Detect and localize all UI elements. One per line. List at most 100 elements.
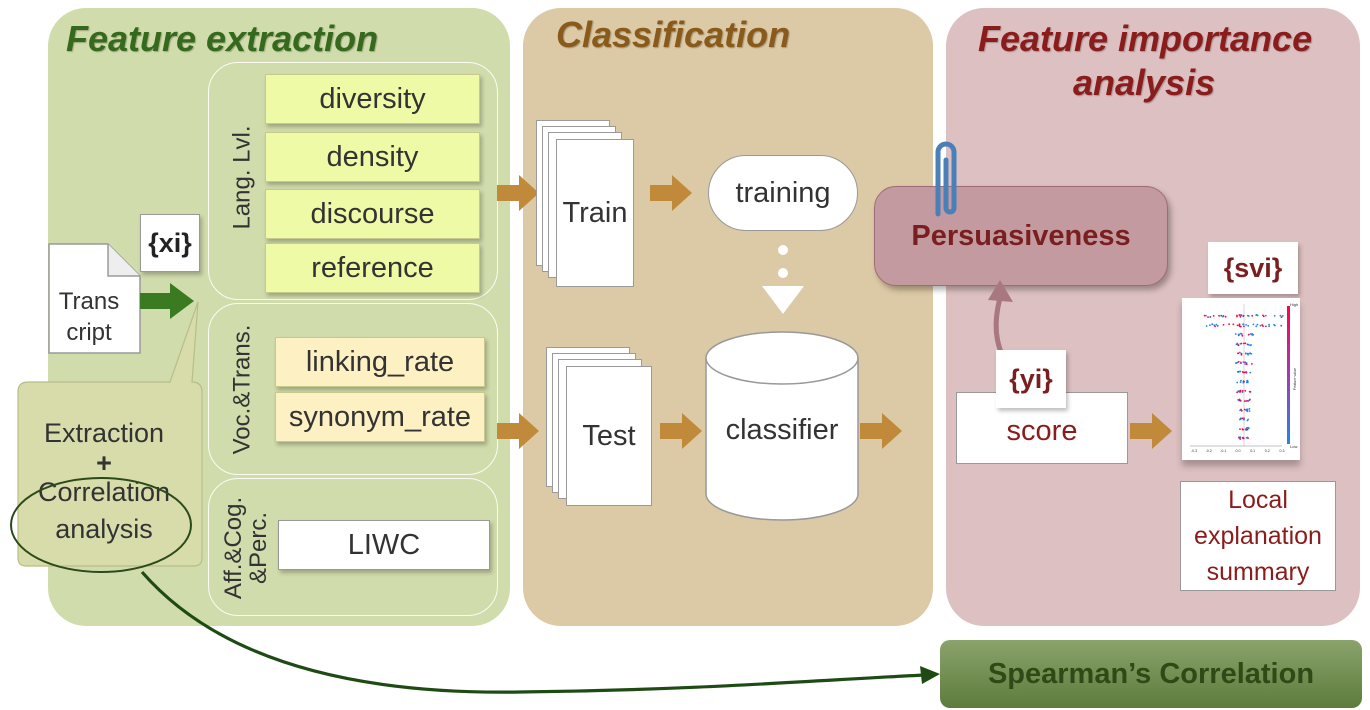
callout-line-analysis: analysis (55, 513, 153, 544)
shap-high-label: High (1290, 302, 1298, 307)
shap-point (1281, 315, 1284, 317)
shap-point (1237, 371, 1240, 373)
shap-point (1239, 316, 1242, 318)
shap-point (1255, 325, 1258, 328)
shap-point (1239, 342, 1242, 345)
shap-tick-label: -0.2 (1206, 449, 1212, 453)
shap-point (1205, 314, 1207, 317)
shap-point (1242, 361, 1245, 363)
shap-point (1236, 315, 1238, 318)
shap-point (1256, 314, 1259, 317)
shap-point (1245, 381, 1248, 384)
summary-line-local: Local (1228, 486, 1288, 514)
shap-point (1241, 417, 1244, 420)
shap-point (1246, 410, 1249, 413)
shap-point (1242, 371, 1245, 374)
vocabulary-transition-group (208, 303, 498, 475)
shap-point (1246, 428, 1249, 431)
shap-axis-label: Feature value (1293, 368, 1297, 390)
shap-point (1268, 325, 1270, 328)
shap-point (1239, 390, 1242, 393)
arrow-test-to-classifier-icon (660, 413, 702, 449)
shap-point (1243, 325, 1245, 328)
shap-point (1262, 314, 1264, 317)
feature-synonym-rate: synonym_rate (275, 392, 485, 442)
shap-point (1240, 362, 1242, 365)
shap-point (1235, 362, 1237, 365)
shap-point (1247, 343, 1250, 346)
shap-point (1238, 325, 1241, 328)
shap-point (1241, 334, 1244, 337)
language-level-group (208, 62, 498, 300)
shap-point (1239, 370, 1242, 373)
group-label-perc: &Perc. (245, 511, 272, 585)
test-data-card: Test (566, 366, 652, 506)
callout-text: Extraction + Correlation analysis (18, 396, 190, 566)
shap-point (1224, 315, 1227, 318)
shap-point (1245, 409, 1248, 412)
shap-point (1215, 323, 1218, 326)
feature-discourse: discourse (265, 189, 480, 239)
shap-point (1240, 409, 1243, 412)
shap-point (1238, 314, 1241, 316)
shap-points-group (1203, 314, 1284, 440)
shap-point (1274, 324, 1276, 327)
shap-point (1243, 408, 1246, 411)
shap-point (1264, 325, 1267, 328)
shap-point (1211, 323, 1214, 326)
shap-point (1209, 316, 1212, 318)
shap-point (1244, 352, 1247, 355)
green-arrow-icon (140, 283, 194, 319)
shap-point (1242, 417, 1245, 420)
group-label-language-level: Lang. Lvl. (228, 125, 256, 230)
shap-point (1207, 316, 1209, 318)
spearman-correlation-box: Spearman’s Correlation (940, 640, 1362, 708)
yi-tag: {yi} (996, 350, 1066, 408)
shap-point (1248, 390, 1251, 393)
callout-line-plus: + (96, 447, 112, 478)
shap-point (1247, 418, 1249, 421)
group-label-affective-cognitive-perceptual: Aff.&Cog. &Perc. (220, 478, 273, 618)
feature-extraction-title: Feature extraction (66, 18, 379, 59)
shap-point (1249, 371, 1252, 374)
callout-line-extraction: Extraction (43, 417, 165, 448)
ellipsis-dot-1 (778, 245, 788, 255)
arrow-classifier-out-icon (860, 413, 902, 449)
shap-point (1243, 380, 1245, 383)
shap-point (1212, 315, 1215, 317)
shap-point (1240, 379, 1242, 382)
shap-point (1240, 408, 1242, 411)
shap-point (1239, 417, 1242, 420)
correlation-analysis-ellipse (10, 477, 192, 573)
feature-reference: reference (265, 243, 480, 293)
shap-point (1239, 381, 1242, 383)
shap-point (1251, 363, 1253, 365)
shap-point (1222, 315, 1224, 318)
shap-point (1214, 325, 1216, 328)
shap-point (1249, 352, 1252, 355)
shap-tick-label: -0.3 (1191, 449, 1197, 453)
shap-point (1242, 428, 1244, 431)
shap-point (1245, 371, 1248, 373)
shap-tick-label: 0.1 (1250, 449, 1255, 453)
classifier-cylinder-icon (705, 331, 859, 521)
shap-point (1247, 324, 1250, 327)
feature-liwc: LIWC (278, 520, 490, 570)
shap-point (1251, 314, 1254, 317)
svi-tag: {svi} (1208, 242, 1298, 294)
shap-point (1236, 391, 1238, 394)
group-label-vocabulary-transition: Voc.&Trans. (228, 324, 256, 455)
shap-point (1237, 352, 1240, 355)
feature-diversity: diversity (265, 74, 480, 124)
shap-point (1256, 323, 1259, 326)
shap-point (1255, 314, 1258, 316)
transcript-line2: cript (66, 319, 112, 346)
feature-importance-title-line2: analysis (1073, 62, 1216, 103)
down-arrow-icon (762, 286, 804, 314)
shap-point (1244, 342, 1247, 345)
shap-point (1245, 429, 1247, 431)
paperclip-icon (935, 141, 957, 217)
feature-linking-rate: linking_rate (275, 337, 485, 387)
